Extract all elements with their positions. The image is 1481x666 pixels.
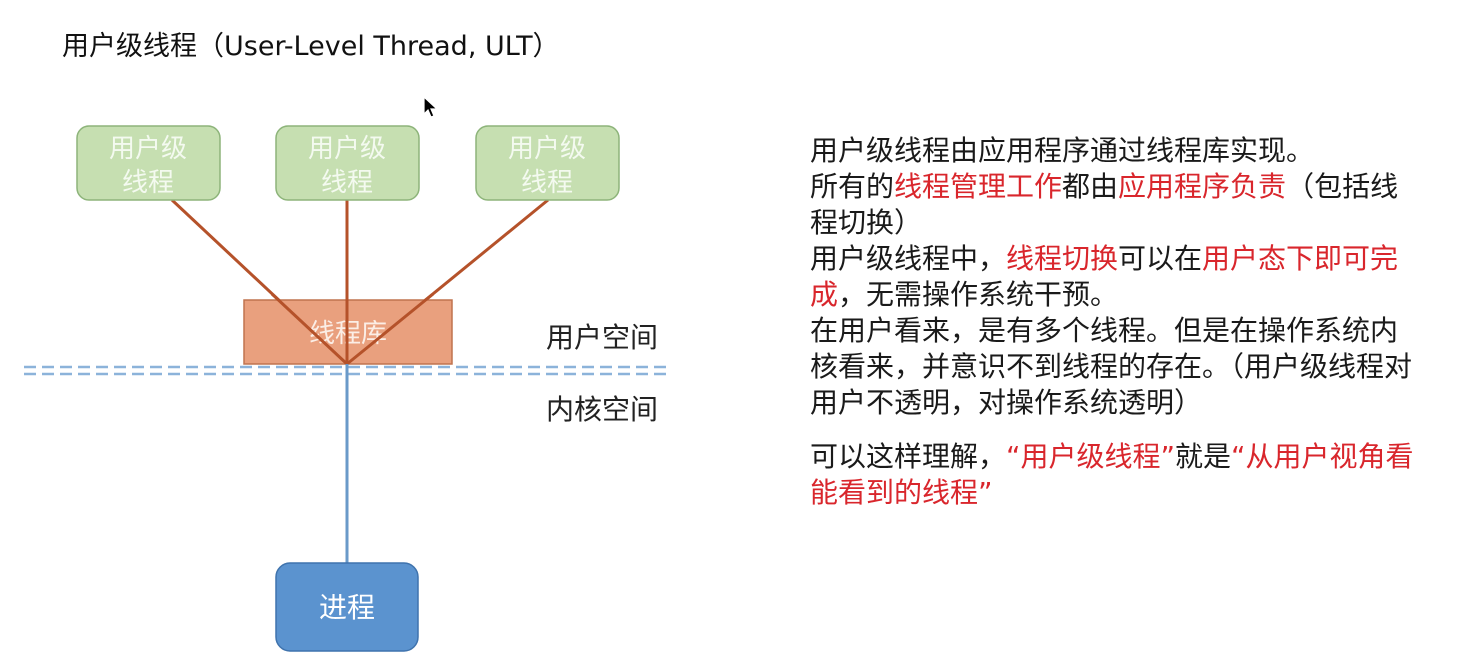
p2-text-2: 都由 <box>1062 170 1119 203</box>
user-space-label: 用户空间 <box>546 321 659 354</box>
connector-thread-1-overlay <box>270 292 349 366</box>
p3-highlight-thread-switch: 线程切换 <box>1006 242 1119 275</box>
explanation-paragraph-1: 用户级线程由应用程序通过线程库实现。 <box>810 133 1420 169</box>
explanation-paragraph-4: 在用户看来，是有多个线程。但是在操作系统内核看来，并意识不到线程的存在。（用户级… <box>810 313 1420 421</box>
p2-text-1: 所有的 <box>810 170 895 203</box>
ult-diagram: 线程库 用户级 线程 用户级 线程 用户级 线程 进程 <box>24 125 672 652</box>
explanation-paragraph-3: 用户级线程中，线程切换可以在用户态下即可完成，无需操作系统干预。 <box>810 241 1420 313</box>
mouse-pointer-icon <box>423 96 439 118</box>
thread-3-label-line1: 用户级 <box>508 134 586 164</box>
process-label: 进程 <box>319 591 375 624</box>
p1-text: 用户级线程由应用程序通过线程库实现。 <box>810 134 1315 167</box>
user-thread-box-2: 用户级 线程 <box>275 125 420 201</box>
process-box: 进程 <box>275 562 419 652</box>
user-thread-box-3: 用户级 线程 <box>475 125 620 201</box>
p3-text-3: ，无需操作系统干预。 <box>838 278 1119 311</box>
thread-1-label-line1: 用户级 <box>109 134 187 164</box>
p4-text: 在用户看来，是有多个线程。但是在操作系统内核看来，并意识不到线程的存在。（用户级… <box>810 314 1413 419</box>
user-thread-box-1: 用户级 线程 <box>76 125 221 201</box>
p2-highlight-thread-management: 线程管理工作 <box>894 170 1063 203</box>
slide-title: 用户级线程（User-Level Thread, ULT） <box>62 31 560 62</box>
p5-text-1: 可以这样理解， <box>810 440 1007 473</box>
connector-thread-3-overlay <box>346 292 434 366</box>
thread-3-label-line2: 线程 <box>521 168 573 198</box>
p2-text-3: （包括线程切换） <box>810 170 1399 239</box>
explanation-paragraph-5: 可以这样理解，“用户级线程”就是“从用户视角看能看到的线程” <box>810 439 1420 511</box>
kernel-space-label: 内核空间 <box>546 393 659 426</box>
thread-1-label-line2: 线程 <box>122 168 174 198</box>
p5-highlight-user-perspective: “从用户视角看能看到的线程” <box>810 440 1414 509</box>
p3-text-2: 可以在 <box>1118 242 1203 275</box>
p3-highlight-user-mode: 用户态下即可完成 <box>810 242 1399 311</box>
p5-highlight-ult-quote: “用户级线程” <box>1006 440 1176 473</box>
explanation-text: 用户级线程由应用程序通过线程库实现。 所有的线程管理工作都由应用程序负责（包括线… <box>810 133 1420 511</box>
p2-highlight-application-responsible: 应用程序负责 <box>1118 170 1287 203</box>
thread-2-label-line2: 线程 <box>321 168 373 198</box>
explanation-paragraph-2: 所有的线程管理工作都由应用程序负责（包括线程切换） <box>810 169 1420 241</box>
p3-text-1: 用户级线程中， <box>810 242 1007 275</box>
thread-2-label-line1: 用户级 <box>308 134 386 164</box>
p5-text-2: 就是 <box>1175 440 1232 473</box>
